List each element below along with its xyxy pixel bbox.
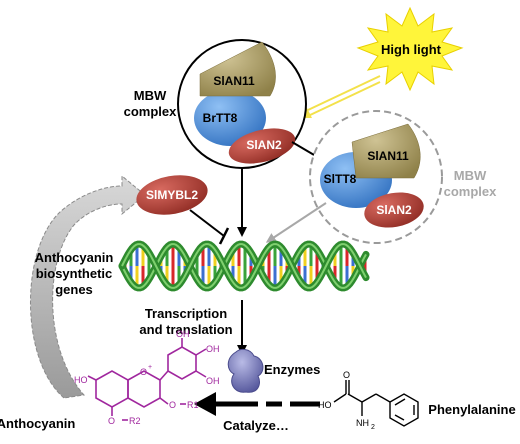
svg-text:OH: OH — [206, 376, 220, 386]
svg-text:2: 2 — [371, 424, 375, 431]
high-light-star: High light — [356, 6, 464, 92]
mbw-active-label-1: MBW — [134, 88, 167, 103]
repression-bar — [189, 209, 230, 245]
mbw-complex-active: BrTT8 SlAN11 SlAN2 — [177, 39, 307, 169]
genes-label-2: biosynthetic — [36, 266, 113, 281]
slan11-top-label: SlAN11 — [213, 74, 255, 88]
mbw-active-label-2: complex — [124, 104, 178, 119]
mbw-inactive-label-1: MBW — [454, 168, 487, 183]
svg-text:HO: HO — [74, 375, 88, 385]
svg-text:R1: R1 — [187, 400, 199, 410]
slan2-right-label: SlAN2 — [376, 203, 412, 217]
enzymes-label: Enzymes — [264, 362, 320, 377]
dna-strand-highlight — [121, 243, 367, 289]
high-light-label: High light — [381, 42, 442, 57]
svg-text:OH: OH — [176, 329, 190, 339]
genes-label-3: genes — [55, 282, 93, 297]
svg-text:O: O — [140, 367, 147, 377]
phenylalanine-label: Phenylalanine — [428, 402, 515, 417]
svg-text:NH: NH — [356, 418, 369, 428]
slmybl2-label: SlMYBL2 — [146, 188, 198, 202]
svg-text:O: O — [343, 370, 350, 380]
svg-text:OH: OH — [206, 344, 220, 354]
enzyme-icon — [227, 348, 264, 393]
inactive-arrow — [265, 202, 327, 243]
svg-text:HO: HO — [318, 400, 332, 410]
feedback-arrow — [30, 174, 146, 399]
mbw-inactive-label-2: complex — [444, 184, 498, 199]
dna-helix — [118, 240, 370, 292]
slmybl2: SlMYBL2 — [136, 175, 208, 215]
process-label-1: Transcription — [145, 306, 227, 321]
anthocyanin-label: Anthocyanin — [0, 416, 75, 431]
genes-label-1: Anthocyanin — [35, 250, 114, 265]
svg-text:+: + — [148, 364, 152, 371]
phenylalanine-atoms: O HO NH 2 — [318, 370, 375, 431]
anthocyanin-structure — [87, 338, 207, 421]
anthocyanin-atoms: HO O + OH OH OH O R1 O R2 — [74, 329, 220, 426]
catalyze-label: Catalyze… — [223, 418, 289, 433]
svg-text:O: O — [108, 416, 115, 426]
svg-text:O: O — [169, 400, 176, 410]
phenylalanine-structure — [333, 380, 419, 427]
svg-text:R2: R2 — [129, 416, 141, 426]
mbw-complex-inactive: SlTT8 SlAN11 SlAN2 — [309, 110, 443, 244]
slan2-top-label: SlAN2 — [246, 138, 282, 152]
sltt8-label: SlTT8 — [324, 172, 357, 186]
slan11-right-label: SlAN11 — [367, 149, 409, 163]
process-label-2: and translation — [139, 322, 232, 337]
brtt8-label: BrTT8 — [203, 111, 238, 125]
catalyze-arrow — [194, 392, 320, 416]
